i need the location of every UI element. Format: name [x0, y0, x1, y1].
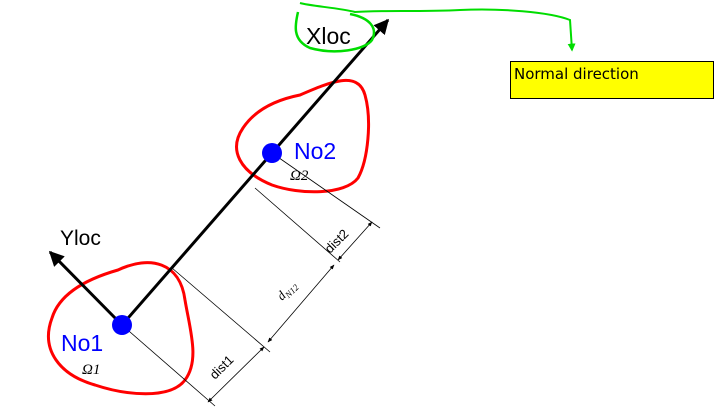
omega-1-label: Ω1: [82, 362, 100, 378]
ext-line-node1: [121, 324, 216, 407]
influence-zone-1: [47, 261, 195, 396]
dist1-label: dist1: [207, 352, 237, 382]
influence-zone-2: [235, 78, 370, 194]
omega-2-label: Ω2: [290, 168, 309, 184]
normal-direction-callout: Normal direction: [510, 61, 714, 99]
yloc-axis-line: [48, 250, 124, 327]
xloc-highlight: [294, 11, 376, 53]
highlight-connector: [299, 2, 576, 52]
dist2-label: dist2: [322, 226, 352, 256]
dim-dn12: [267, 264, 335, 343]
xloc-label: Xloc: [306, 23, 351, 49]
ext-line-zone2: [254, 187, 341, 263]
xloc-axis-line: [120, 18, 390, 326]
yloc-label: Yloc: [60, 227, 101, 250]
ext-line-zone1: [171, 267, 271, 353]
dim-dist1: [207, 346, 265, 403]
node-1-point: [112, 315, 132, 335]
ext-line-node2: [271, 152, 381, 229]
dn12-label: dN12: [274, 277, 302, 305]
callout-text: Normal direction: [514, 65, 639, 83]
node-2-label: No2: [294, 138, 336, 164]
node-2-point: [262, 143, 282, 163]
node-1-label: No1: [61, 330, 103, 356]
dim-dist2: [337, 221, 373, 261]
